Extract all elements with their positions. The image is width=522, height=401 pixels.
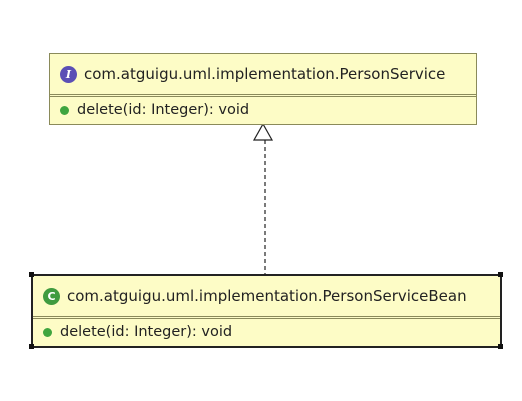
- class-methods: delete(id: Integer): void: [33, 319, 500, 345]
- public-method-icon: [43, 327, 52, 337]
- interface-divider: [50, 94, 476, 97]
- interface-method: delete(id: Integer): void: [77, 102, 250, 118]
- public-method-icon: [60, 105, 69, 115]
- interface-methods: delete(id: Integer): void: [50, 97, 476, 123]
- class-header: C com.atguigu.uml.implementation.PersonS…: [33, 276, 500, 316]
- interface-name: com.atguigu.uml.implementation.PersonSer…: [84, 65, 446, 83]
- class-name: com.atguigu.uml.implementation.PersonSer…: [67, 287, 467, 305]
- interface-box[interactable]: I com.atguigu.uml.implementation.PersonS…: [49, 53, 477, 125]
- class-method: delete(id: Integer): void: [60, 324, 233, 340]
- class-icon: C: [43, 287, 60, 305]
- selection-handle-top-right[interactable]: [498, 272, 503, 277]
- interface-icon: I: [60, 65, 77, 83]
- class-divider: [33, 316, 500, 319]
- interface-header: I com.atguigu.uml.implementation.PersonS…: [50, 54, 476, 94]
- realization-arrowhead: [252, 122, 274, 141]
- class-box[interactable]: C com.atguigu.uml.implementation.PersonS…: [31, 274, 502, 348]
- selection-handle-bottom-left[interactable]: [29, 344, 34, 349]
- selection-handle-bottom-right[interactable]: [498, 344, 503, 349]
- selection-handle-top-left[interactable]: [29, 272, 34, 277]
